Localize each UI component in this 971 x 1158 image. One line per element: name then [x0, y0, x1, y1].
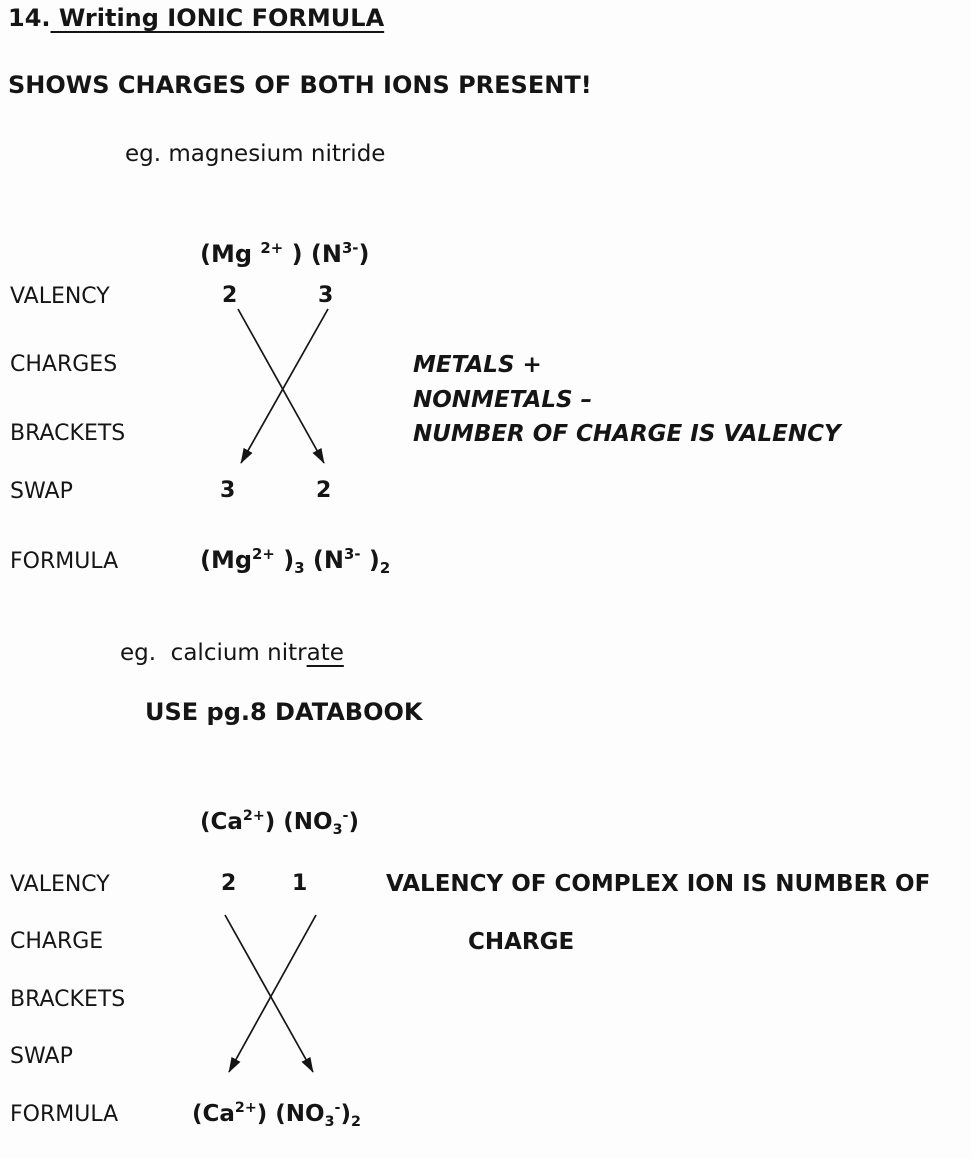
example2-valency-right: 1 — [292, 871, 308, 896]
page-title-text: Writing IONIC FORMULA — [50, 4, 385, 32]
example2-heading: eg. calcium nitrate — [120, 640, 344, 666]
example1-swap-arrows — [237, 308, 329, 464]
example2-formula-label: FORMULA — [10, 1102, 119, 1127]
example1-formula-label: FORMULA — [10, 549, 119, 574]
example1-brackets-label: BRACKETS — [10, 421, 126, 446]
example1-formula: (Mg2+ )3 (N3- )2 — [200, 545, 391, 577]
example2-swap-arrows — [224, 914, 317, 1073]
example2-swap-arrow-left-to-right — [224, 914, 314, 1073]
example1-note-nonmetals: NONMETALS – — [413, 387, 593, 413]
page-title-number: 14. — [8, 4, 51, 32]
example1-note-metals: METALS + — [413, 352, 542, 378]
example2-databook-note: USE pg.8 DATABOOK — [145, 698, 423, 726]
example2-ion-pair: (Ca2+) (NO3-) — [200, 808, 359, 838]
example2-valency-left: 2 — [221, 871, 237, 896]
example2-note-line2: CHARGE — [468, 929, 575, 955]
example1-swap-left: 3 — [220, 478, 236, 503]
example1-valency-left: 2 — [222, 283, 238, 308]
example1-valency-right: 3 — [318, 283, 334, 308]
example2-charge-label: CHARGE — [10, 929, 104, 954]
example2-heading-text: eg. calcium nitr — [120, 640, 307, 666]
example1-ion-pair: (Mg 2+ ) (N3-) — [200, 239, 370, 268]
example1-swap-right: 2 — [316, 478, 332, 503]
example1-swap-label: SWAP — [10, 479, 73, 504]
example1-note-valency-rule: NUMBER OF CHARGE IS VALENCY — [413, 421, 841, 447]
example2-swap-arrow-right-to-left — [228, 914, 317, 1073]
example1-swap-arrow-left-to-right — [237, 308, 325, 464]
example2-swap-label: SWAP — [10, 1044, 73, 1069]
page-title: 14. Writing IONIC FORMULA — [8, 4, 385, 33]
example1-heading: eg. magnesium nitride — [125, 141, 386, 167]
example1-swap-arrow-right-to-left — [240, 308, 329, 464]
example2-heading-underlined: ate — [306, 640, 344, 666]
subtitle: SHOWS CHARGES OF BOTH IONS PRESENT! — [8, 71, 592, 99]
example1-charges-label: CHARGES — [10, 352, 118, 377]
example2-formula: (Ca2+) (NO3-)2 — [192, 1100, 361, 1130]
example1-valency-label: VALENCY — [10, 284, 110, 309]
example2-valency-label: VALENCY — [10, 872, 110, 897]
example2-brackets-label: BRACKETS — [10, 987, 126, 1012]
example2-note-line1: VALENCY OF COMPLEX ION IS NUMBER OF — [386, 871, 931, 897]
